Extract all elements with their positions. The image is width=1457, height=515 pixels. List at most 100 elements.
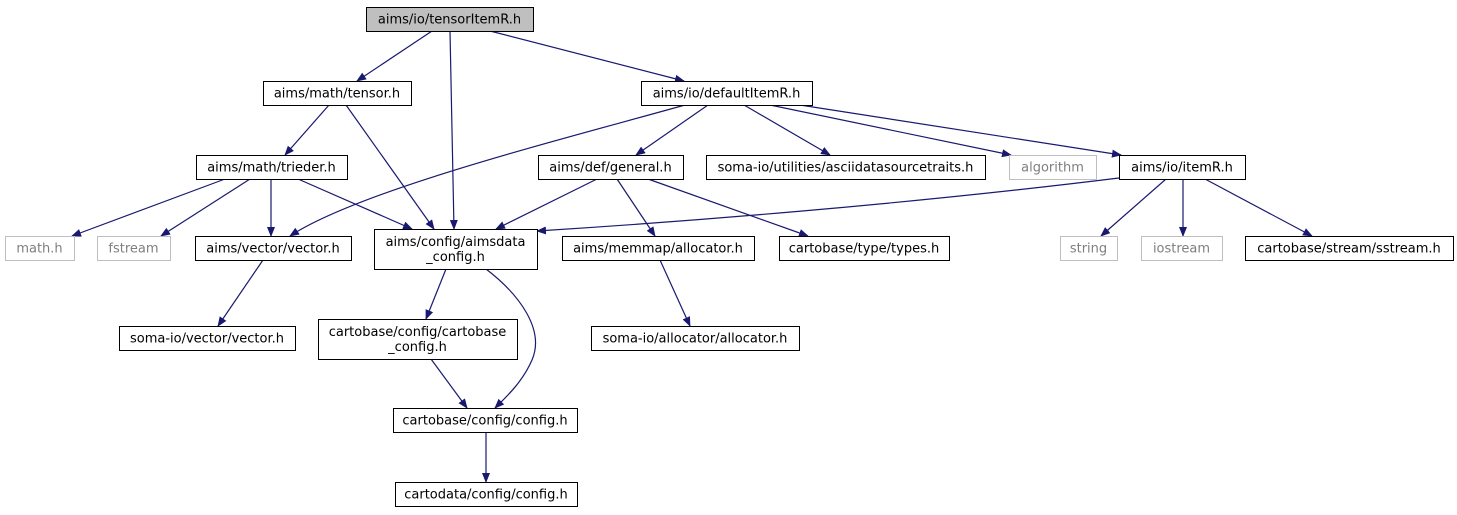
- edge-arrow: [635, 104, 709, 156]
- node-allocator[interactable]: aims/memmap/allocator.h: [562, 236, 755, 261]
- edge-arrow: [160, 178, 251, 237]
- node-label: soma-io/allocator/allocator.h: [603, 332, 788, 347]
- edge-general-to-aimsdata-config: [495, 178, 598, 230]
- node-tensor[interactable]: aims/math/tensor.h: [263, 81, 412, 106]
- edge-arrow: [659, 259, 691, 327]
- node-box: [1119, 155, 1246, 180]
- edge-arrow: [1100, 178, 1167, 237]
- node-asciidata[interactable]: soma-io/utilities/asciidatasourcetraits.…: [706, 155, 986, 180]
- node-aimsdata-config[interactable]: aims/config/aimsdata_config.h: [374, 229, 538, 270]
- node-sstream[interactable]: cartobase/stream/sstream.h: [1245, 236, 1454, 261]
- node-trieder[interactable]: aims/math/trieder.h: [196, 155, 348, 180]
- node-box: [1060, 236, 1118, 261]
- node-label: aims/memmap/allocator.h: [573, 242, 743, 257]
- edge-arrow: [430, 358, 468, 409]
- node-box: [395, 482, 578, 507]
- node-label: _config.h: [387, 340, 447, 355]
- node-general[interactable]: aims/def/general.h: [538, 155, 684, 180]
- node-label: aims/vector/vector.h: [206, 242, 339, 257]
- node-soma-vector[interactable]: soma-io/vector/vector.h: [119, 326, 296, 351]
- node-box: [1245, 236, 1454, 261]
- node-box: [195, 236, 352, 261]
- edge-arrow: [769, 104, 1012, 158]
- edge-arrow: [449, 30, 458, 230]
- node-label: aims/config/aimsdata: [386, 235, 526, 250]
- node-defaultitemr[interactable]: aims/io/defaultItemR.h: [641, 81, 813, 106]
- node-itemr[interactable]: aims/io/itemR.h: [1119, 155, 1246, 180]
- node-box: [641, 81, 813, 106]
- edge-cartobase-config-to-config: [430, 358, 468, 409]
- node-vector[interactable]: aims/vector/vector.h: [195, 236, 352, 261]
- edge-aimsdata-config-to-config: [485, 268, 537, 409]
- node-label: _config.h: [425, 250, 485, 265]
- node-box: [706, 155, 986, 180]
- node-label: cartobase/config/cartobase: [329, 325, 507, 340]
- edge-defaultitemr-to-itemr: [799, 104, 1122, 158]
- edge-aimsdata-config-to-cartobase-config: [425, 268, 447, 320]
- node-box: [196, 155, 348, 180]
- edge-arrow: [297, 178, 413, 230]
- node-label: aims/def/general.h: [549, 161, 671, 176]
- edge-tensor-to-aimsdata-config: [345, 104, 435, 230]
- edge-trieder-to-math: [71, 178, 226, 237]
- node-label: aims/io/defaultItemR.h: [653, 87, 801, 102]
- edge-arrow: [799, 104, 1122, 158]
- edge-tensoritemr-to-aimsdata-config: [449, 30, 458, 230]
- edge-defaultitemr-to-algorithm: [769, 104, 1012, 158]
- edge-arrow: [489, 30, 685, 83]
- node-box: [562, 236, 755, 261]
- node-iostream: iostream: [1141, 236, 1223, 261]
- edge-arrow: [616, 178, 656, 237]
- node-fstream: fstream: [97, 236, 171, 261]
- edge-trieder-to-aimsdata-config: [297, 178, 413, 230]
- edges: [71, 30, 1313, 483]
- node-config[interactable]: cartobase/config/config.h: [393, 408, 578, 433]
- node-cartobase-config[interactable]: cartobase/config/cartobase_config.h: [318, 319, 518, 360]
- edge-arrow: [71, 178, 226, 237]
- edge-defaultitemr-to-general: [635, 104, 709, 156]
- edge-itemr-to-sstream: [1204, 178, 1313, 237]
- node-string: string: [1060, 236, 1118, 261]
- edge-arrow: [743, 104, 831, 156]
- edge-general-to-types: [647, 178, 809, 237]
- edge-arrow: [485, 268, 537, 409]
- node-label: cartobase/type/types.h: [789, 242, 939, 257]
- node-label: soma-io/utilities/asciidatasourcetraits.…: [718, 161, 974, 176]
- node-label: cartobase/config/config.h: [402, 414, 567, 429]
- edge-arrow: [495, 178, 598, 230]
- node-cartodata-config[interactable]: cartodata/config/config.h: [395, 482, 578, 507]
- node-box: [374, 229, 538, 270]
- node-box: [591, 326, 800, 351]
- node-types[interactable]: cartobase/type/types.h: [779, 236, 950, 261]
- node-box: [5, 236, 75, 261]
- node-box: [318, 319, 518, 360]
- edge-tensoritemr-to-defaultitemr: [489, 30, 685, 83]
- node-box: [779, 236, 950, 261]
- node-label: soma-io/vector/vector.h: [130, 332, 284, 347]
- node-algorithm: algorithm: [1009, 155, 1097, 180]
- node-label: cartobase/stream/sstream.h: [1257, 242, 1441, 257]
- node-box: [263, 81, 412, 106]
- edge-tensor-to-trieder: [284, 104, 330, 156]
- node-label: aims/math/tensor.h: [274, 87, 400, 102]
- node-box: [538, 155, 684, 180]
- edge-defaultitemr-to-asciidata: [743, 104, 831, 156]
- node-label: aims/math/trieder.h: [207, 161, 336, 176]
- edge-tensoritemr-to-tensor: [356, 30, 433, 82]
- edge-arrow: [345, 104, 435, 230]
- node-soma-allocator[interactable]: soma-io/allocator/allocator.h: [591, 326, 800, 351]
- edge-itemr-to-string: [1100, 178, 1167, 237]
- node-label: iostream: [1153, 242, 1210, 257]
- edge-vector-to-soma-vector: [217, 259, 264, 327]
- edge-arrow: [536, 177, 1120, 235]
- edge-arrow: [425, 268, 447, 320]
- node-box: [366, 7, 534, 32]
- node-tensoritemr[interactable]: aims/io/tensorItemR.h: [366, 7, 534, 32]
- node-box: [1141, 236, 1223, 261]
- node-label: cartodata/config/config.h: [404, 488, 567, 503]
- edge-general-to-allocator: [616, 178, 656, 237]
- edge-arrow: [217, 259, 264, 327]
- node-box: [119, 326, 296, 351]
- edge-arrow: [356, 30, 433, 82]
